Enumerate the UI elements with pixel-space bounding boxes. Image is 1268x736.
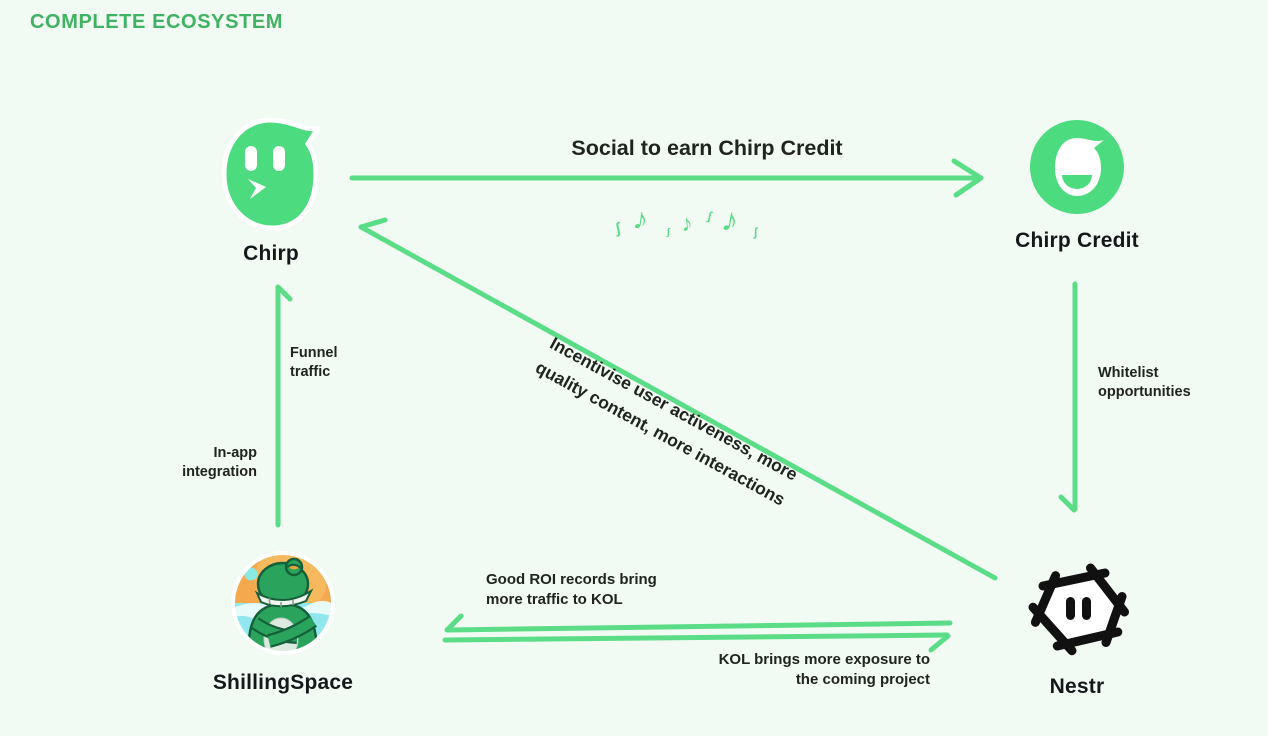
chirp-credit-smile (1062, 175, 1092, 189)
node-label-shillingspace: ShillingSpace (212, 671, 354, 694)
edge-label-incentivise: Incentivise user activeness, more qualit… (532, 332, 802, 510)
nestr-eye-left (1066, 597, 1075, 620)
chirp-logo-icon (221, 117, 321, 231)
node-label-chirp: Chirp (243, 242, 299, 265)
edge-label-kol-exposure: KOL brings more exposure to the coming p… (718, 651, 930, 688)
note-icon: ∫ (667, 227, 670, 238)
moon-icon (244, 567, 258, 581)
edge-label-in-app-integration: In-app integration (182, 445, 257, 481)
shillingspace-avatar (231, 551, 335, 655)
edge-label-funnel-traffic: Funnel traffic (290, 345, 338, 381)
page-title: COMPLETE ECOSYSTEM (30, 11, 284, 33)
note-icon: ∫ (614, 219, 622, 238)
frog-illustration (247, 557, 319, 653)
chirp-credit-logo-icon (1030, 120, 1124, 214)
note-icon: ∫ (706, 208, 713, 224)
chirp-eye-right (273, 146, 285, 171)
note-icon: ♪ (718, 199, 742, 240)
note-icon: ♪ (679, 209, 694, 237)
arrow-chirpcredit-to-nestr (1058, 281, 1078, 513)
edge-label-whitelist: Whitelist opportunities (1098, 365, 1191, 401)
nestr-eye-right (1082, 597, 1091, 620)
node-label-nestr: Nestr (1049, 675, 1105, 698)
edge-label-social-to-earn: Social to earn Chirp Credit (571, 136, 843, 160)
chirp-beak (248, 179, 266, 199)
arrow-shillingspace-to-nestr (442, 632, 951, 653)
note-icon: ∫ (754, 225, 758, 239)
arrow-chirp-to-chirpcredit (349, 158, 984, 198)
edge-label-good-roi: Good ROI records bring more traffic to K… (486, 571, 657, 608)
chirp-eye-left (245, 146, 257, 171)
arrow-shillingspace-to-chirp (275, 284, 293, 528)
nestr-logo-icon (1028, 563, 1129, 656)
node-label-chirp-credit: Chirp Credit (1015, 229, 1139, 252)
note-icon: ♪ (630, 202, 651, 237)
arrow-nestr-to-shillingspace (444, 613, 953, 633)
